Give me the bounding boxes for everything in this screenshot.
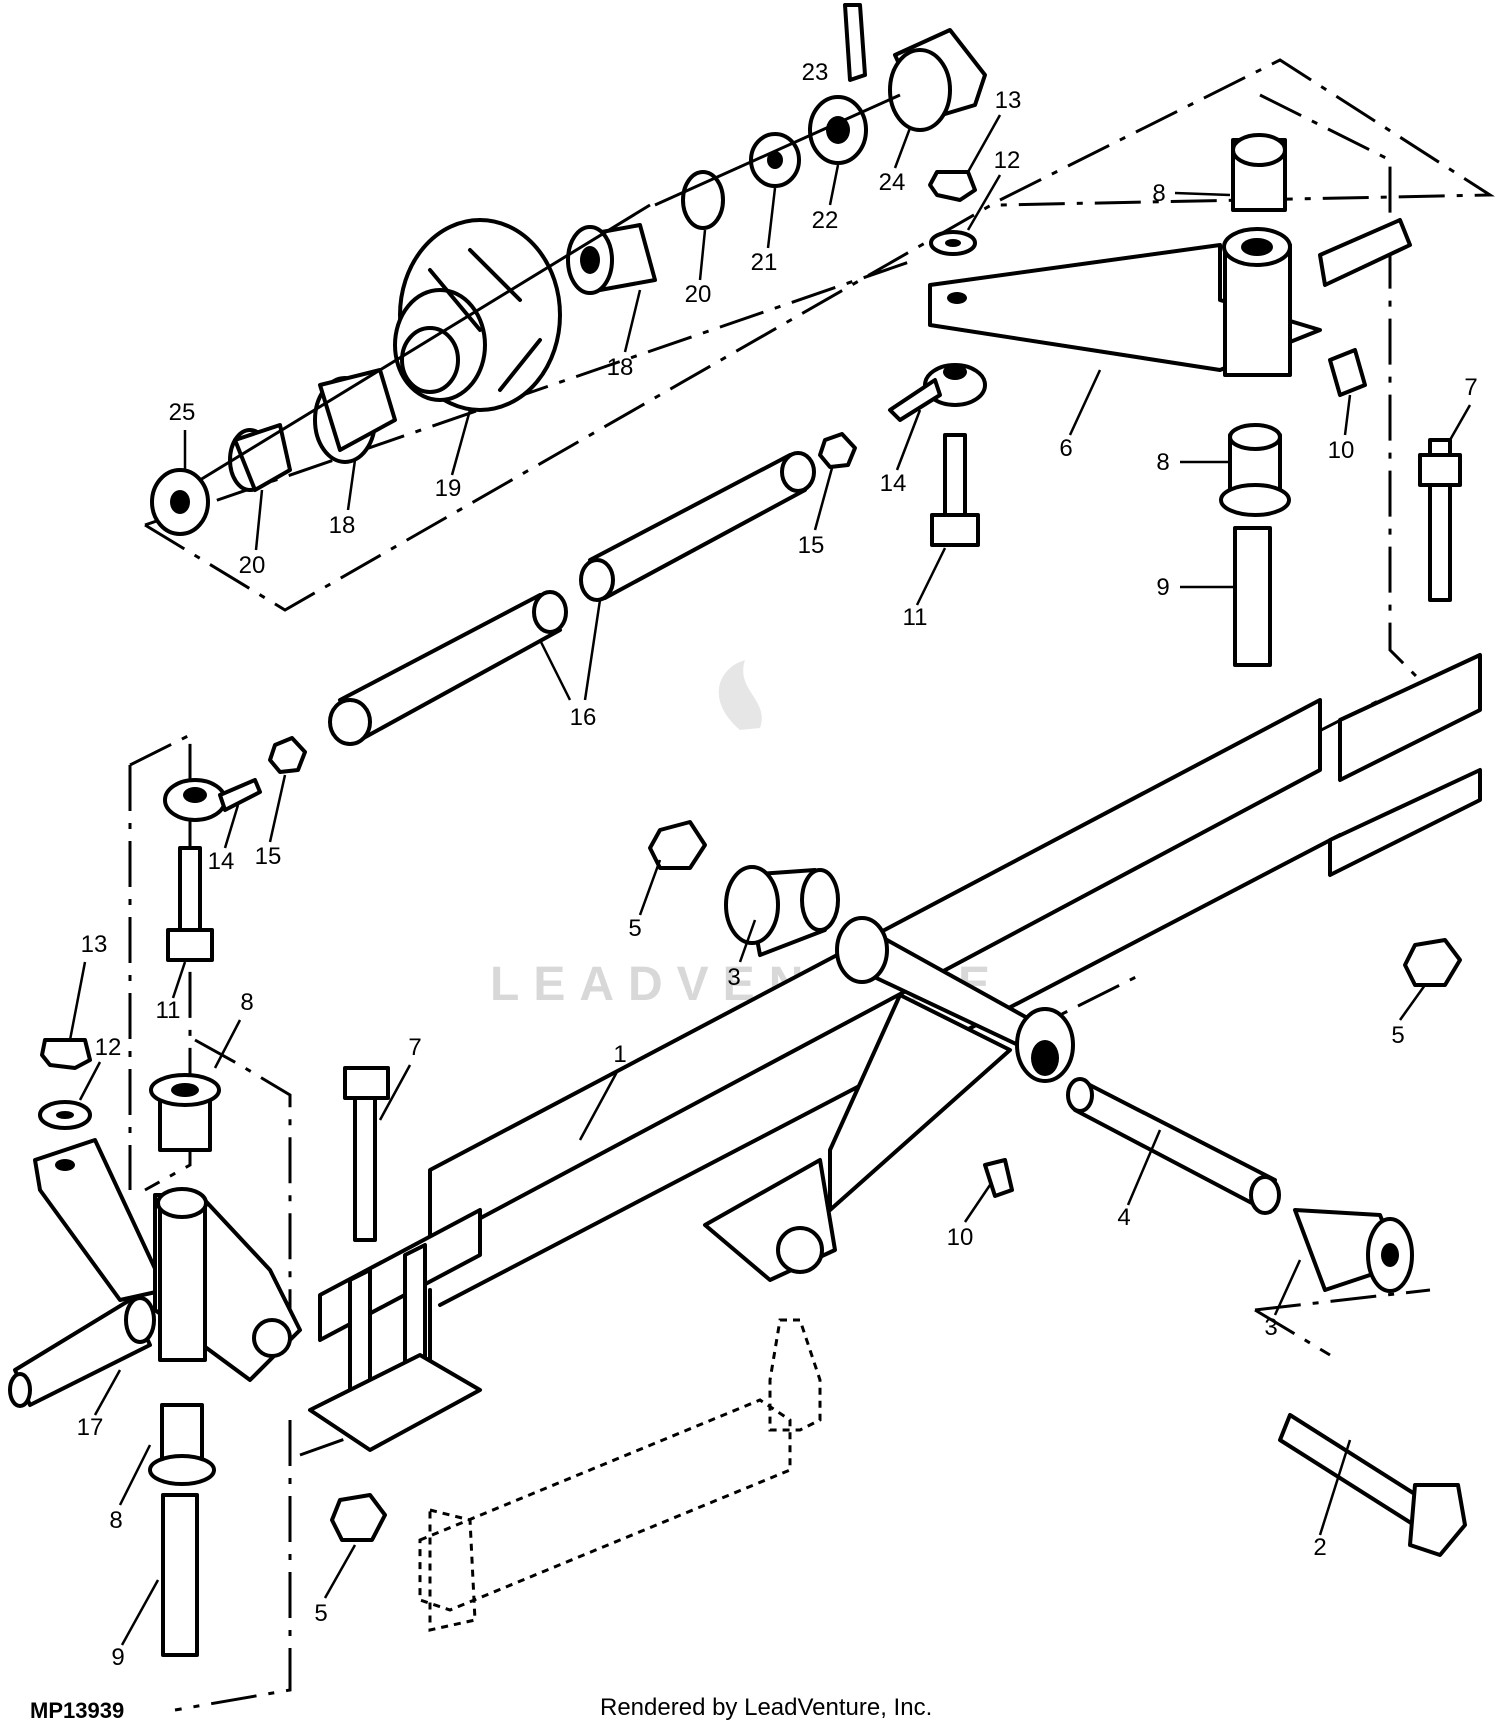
bolt-outline-right xyxy=(1254,1288,1431,1357)
callout-12a: 12 xyxy=(994,147,1021,174)
jam-nut-right xyxy=(818,432,857,469)
callout-11a: 11 xyxy=(903,604,928,631)
callout-12b: 12 xyxy=(95,1034,122,1061)
callout-3a: 3 xyxy=(727,964,740,991)
callout-1: 1 xyxy=(613,1041,626,1068)
callout-10b: 10 xyxy=(947,1224,974,1251)
callout-19: 19 xyxy=(435,475,462,502)
tie-rod-tubes xyxy=(328,451,816,746)
credit-text: Rendered by LeadVenture, Inc. xyxy=(600,1694,933,1721)
left-spindle xyxy=(8,1073,302,1657)
callout-21: 21 xyxy=(751,249,778,276)
callout-7a: 7 xyxy=(1464,374,1477,401)
callout-25: 25 xyxy=(169,399,196,426)
callout-23: 23 xyxy=(802,59,829,86)
tie-rod-ends xyxy=(163,363,987,822)
callout-2: 2 xyxy=(1313,1534,1326,1561)
callout-17: 17 xyxy=(77,1414,104,1441)
callout-20a: 20 xyxy=(685,281,712,308)
callout-5c: 5 xyxy=(314,1600,327,1627)
spindle-nuts-washers xyxy=(38,170,977,1130)
callout-8d: 8 xyxy=(109,1507,122,1534)
callout-22: 22 xyxy=(812,207,839,234)
callout-5b: 5 xyxy=(1391,1022,1404,1049)
callout-13b: 13 xyxy=(81,931,108,958)
callout-13a: 13 xyxy=(995,87,1022,114)
callout-15a: 15 xyxy=(798,532,825,559)
callout-14a: 14 xyxy=(880,470,907,497)
callout-9b: 9 xyxy=(111,1644,124,1671)
callout-14b: 14 xyxy=(208,848,235,875)
hub-assembly xyxy=(150,3,987,536)
front-axle xyxy=(308,653,1482,1632)
callout-6: 6 xyxy=(1059,435,1072,462)
spindle-outline-left-2 xyxy=(174,1038,292,1712)
callout-8a: 8 xyxy=(1152,180,1165,207)
center-pivot-parts xyxy=(330,438,1467,1557)
callout-24: 24 xyxy=(879,169,906,196)
callout-3b: 3 xyxy=(1264,1314,1277,1341)
callout-5a: 5 xyxy=(628,915,641,942)
callout-labels: 1 2 3 3 4 5 5 5 6 7 7 8 8 8 8 9 9 10 1 xyxy=(68,59,1478,1671)
callout-15b: 15 xyxy=(255,843,282,870)
spindle-outline-left xyxy=(128,732,192,1192)
callout-18b: 18 xyxy=(329,512,356,539)
callout-8b: 8 xyxy=(1156,449,1169,476)
callout-18a: 18 xyxy=(607,354,634,381)
callout-7b: 7 xyxy=(408,1034,421,1061)
callout-9a: 9 xyxy=(1156,574,1169,601)
right-spindle xyxy=(928,133,1412,667)
callout-8c: 8 xyxy=(240,989,253,1016)
callout-20b: 20 xyxy=(239,552,266,579)
callout-4: 4 xyxy=(1117,1204,1130,1231)
callout-11b: 11 xyxy=(156,997,181,1024)
jam-nut-left xyxy=(268,736,307,774)
callout-16: 16 xyxy=(570,704,597,731)
tie-rod-bolts xyxy=(166,433,980,962)
figure-code: MP13939 xyxy=(30,1698,125,1723)
callout-10a: 10 xyxy=(1328,437,1355,464)
spindle-outline-right xyxy=(1259,93,1422,682)
